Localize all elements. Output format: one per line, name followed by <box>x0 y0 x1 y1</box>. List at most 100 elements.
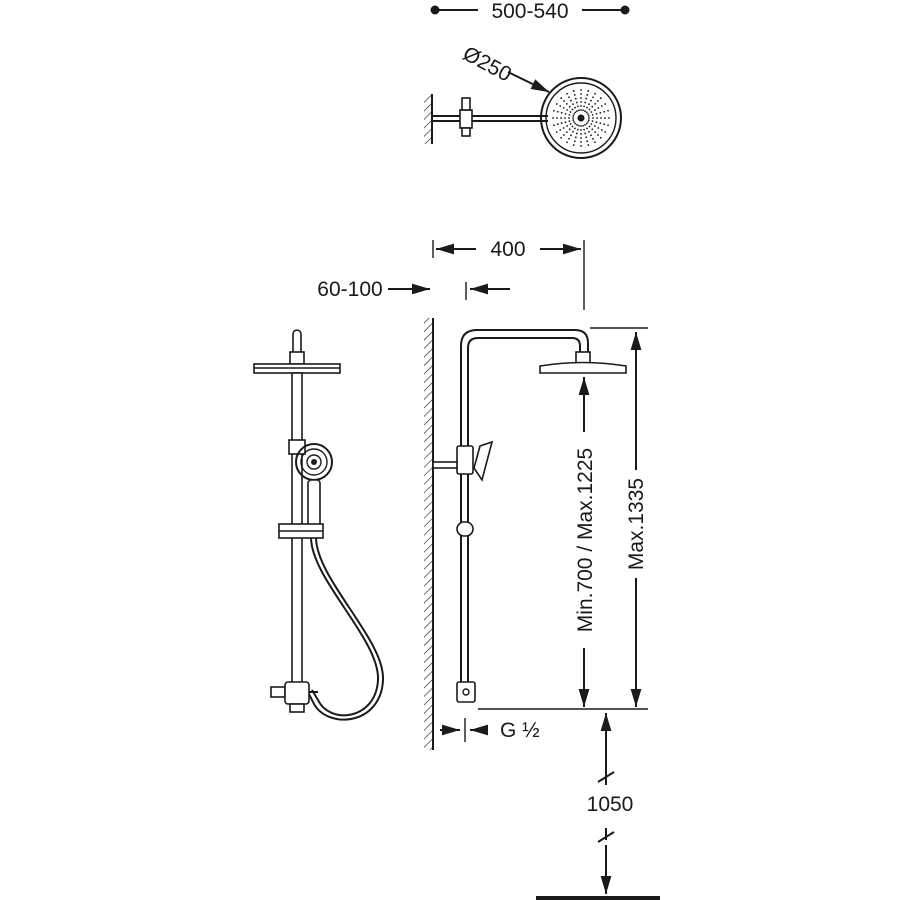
nozzle-dot <box>564 121 567 124</box>
nozzle-dot <box>600 117 602 119</box>
nozzle-dot <box>594 141 596 144</box>
nozzle-dot <box>555 131 558 133</box>
nozzle-dot <box>568 137 570 140</box>
shower-arm-top-view <box>432 97 548 137</box>
nozzle-dot <box>597 107 600 109</box>
nozzle-dot <box>570 99 572 102</box>
nozzle-dot <box>574 106 576 109</box>
nozzle-dot <box>566 125 569 127</box>
top-view: 500-540 Ø250 <box>424 0 630 159</box>
nozzle-dot <box>597 127 600 129</box>
nozzle-dot <box>592 117 594 119</box>
nozzle-dot <box>594 92 596 95</box>
nozzle-dot <box>578 124 580 127</box>
nozzle-dot <box>586 140 589 143</box>
nozzle-dot <box>582 124 584 127</box>
nozzle-dot <box>571 125 574 128</box>
dimension-height-range: Min.700 / Max.1225 <box>574 377 597 707</box>
nozzle-dot <box>555 103 558 105</box>
nozzle-dot <box>568 120 571 123</box>
nozzle-dot <box>599 122 602 125</box>
nozzle-dot <box>570 134 572 137</box>
nozzle-dot <box>588 103 590 106</box>
nozzle-dot <box>575 101 578 104</box>
dimension-height-max: Max.1335 <box>590 327 648 707</box>
dimension-top-width: 400 <box>432 238 585 310</box>
nozzle-dot <box>574 122 577 125</box>
nozzle-dot <box>580 141 582 143</box>
floor-height-label: 1050 <box>587 793 634 816</box>
nozzle-dot <box>588 108 591 111</box>
wall-side-view <box>424 318 434 750</box>
nozzle-dot <box>586 93 589 96</box>
nozzle-dot <box>600 129 603 131</box>
nozzle-dot <box>585 111 588 114</box>
nozzle-dot <box>595 112 598 115</box>
nozzle-dot <box>556 123 559 126</box>
nozzle-dot <box>572 130 574 133</box>
nozzle-dot <box>585 136 588 139</box>
nozzle-dot <box>560 111 563 114</box>
nozzle-dot <box>562 107 565 109</box>
nozzle-dot <box>580 105 582 107</box>
nozzle-dot <box>560 97 563 100</box>
nozzle-dot <box>565 102 568 105</box>
nozzle-dot <box>552 117 554 119</box>
nozzle-dot <box>573 113 575 115</box>
nozzle-dot <box>572 115 575 117</box>
arm-length-label: 500-540 <box>491 0 568 23</box>
nozzle-dot <box>590 99 592 102</box>
nozzle-dot <box>587 115 590 117</box>
wall-offset-label: 60-100 <box>317 278 382 301</box>
nozzle-dot <box>553 109 555 112</box>
nozzle-dot <box>564 117 566 119</box>
dimension-wall-offset: 60-100 <box>317 278 510 301</box>
nozzle-dot <box>608 117 610 119</box>
nozzle-dot <box>587 121 589 123</box>
nozzle-dot <box>588 130 590 133</box>
nozzle-dot <box>587 90 590 92</box>
nozzle-dot <box>591 105 594 108</box>
nozzle-dot <box>556 110 559 113</box>
nozzle-dot <box>568 113 571 116</box>
nozzle-dot <box>607 109 609 112</box>
nozzle-dot <box>600 105 603 107</box>
nozzle-dot <box>587 144 590 146</box>
nozzle-dot <box>584 101 587 104</box>
nozzle-dot <box>588 117 590 119</box>
nozzle-dot <box>584 132 587 135</box>
nozzle-dot <box>584 110 586 112</box>
nozzle-dot <box>599 136 602 139</box>
nozzle-dot <box>553 124 555 127</box>
height-range-label: Min.700 / Max.1225 <box>574 448 597 632</box>
nozzle-dot <box>592 137 594 140</box>
nozzle-dot <box>591 113 594 116</box>
nozzle-dot <box>599 97 602 100</box>
dimension-thread: G ½ <box>440 718 540 742</box>
dimension-head-diameter: Ø250 <box>459 42 550 93</box>
nozzle-dot <box>568 117 570 119</box>
nozzle-dot <box>571 108 574 111</box>
nozzle-dot <box>556 117 558 119</box>
front-view <box>253 329 385 721</box>
nozzle-dot <box>572 117 574 119</box>
nozzle-dot <box>576 128 579 131</box>
nozzle-dot <box>563 100 565 102</box>
thread-label: G ½ <box>500 719 540 742</box>
nozzle-dot <box>585 122 588 125</box>
nozzle-dot <box>563 134 565 136</box>
nozzle-dot <box>580 137 582 139</box>
nozzle-dot <box>590 111 593 113</box>
nozzle-dot <box>587 119 590 121</box>
hand-shower-side <box>473 440 494 482</box>
head-plate-side <box>539 361 627 374</box>
nozzle-dot <box>590 134 592 137</box>
nozzle-dot <box>574 97 577 100</box>
nozzle-dot <box>569 123 572 125</box>
nozzle-dot <box>572 90 575 92</box>
nozzle-pattern <box>552 89 610 147</box>
nozzle-dot <box>582 109 584 112</box>
nozzle-dot <box>568 128 571 131</box>
nozzle-dot <box>593 125 596 127</box>
